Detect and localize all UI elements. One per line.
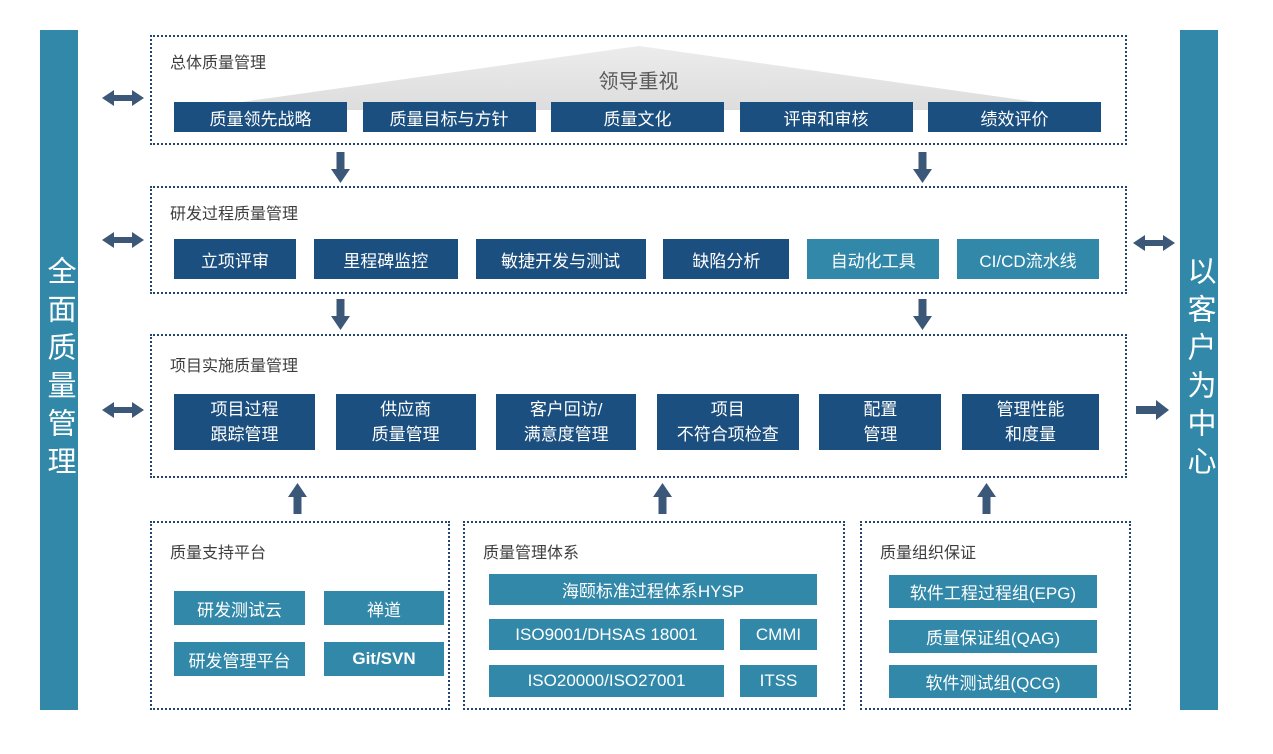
- item-cicd-pipeline: CI/CD流水线: [956, 239, 1099, 279]
- item-quality-culture: 质量文化: [551, 102, 724, 132]
- section-project-impl-quality: 项目实施质量管理 项目过程 跟踪管理 供应商 质量管理 客户回访/ 满意度管理 …: [150, 334, 1127, 478]
- bidirectional-arrow-icon: [102, 401, 144, 419]
- right-bar-label: 以客户为中心: [1183, 256, 1215, 484]
- item-iso9001-dhsas: ISO9001/DHSAS 18001: [489, 619, 724, 650]
- section-quality-system: 质量管理体系 海颐标准过程体系HYSP ISO9001/DHSAS 18001 …: [463, 521, 845, 710]
- section-title: 项目实施质量管理: [170, 358, 299, 375]
- item-customer-visit-satisfaction: 客户回访/ 满意度管理: [496, 394, 637, 450]
- item-itss: ITSS: [740, 665, 817, 697]
- item-milestone-monitoring: 里程碑监控: [313, 239, 458, 279]
- project-items-row: 项目过程 跟踪管理 供应商 质量管理 客户回访/ 满意度管理 项目 不符合项检查…: [174, 394, 1099, 450]
- item-hysp-standard-process: 海颐标准过程体系HYSP: [489, 574, 817, 605]
- item-line1: 项目: [710, 400, 745, 419]
- item-project-process-tracking: 项目过程 跟踪管理: [174, 394, 315, 450]
- item-cmmi: CMMI: [740, 619, 817, 650]
- item-line2: 质量管理: [371, 425, 440, 444]
- down-arrow-icon: [913, 299, 932, 330]
- item-rd-test-cloud: 研发测试云: [174, 591, 305, 625]
- item-line2: 满意度管理: [523, 425, 609, 444]
- section-quality-org: 质量组织保证 软件工程过程组(EPG) 质量保证组(QAG) 软件测试组(QCG…: [860, 521, 1131, 710]
- item-qcg-group: 软件测试组(QCG): [889, 665, 1097, 698]
- item-quality-leading-strategy: 质量领先战略: [174, 102, 347, 132]
- section-overall-quality: 总体质量管理 领导重视 质量领先战略 质量目标与方针 质量文化 评审和审核 绩效…: [150, 35, 1127, 145]
- section-title: 质量组织保证: [880, 545, 977, 562]
- up-arrow-icon: [977, 483, 996, 514]
- item-configuration-management: 配置 管理: [819, 394, 942, 450]
- down-arrow-icon: [913, 152, 932, 183]
- item-agile-dev-testing: 敏捷开发与测试: [475, 239, 646, 279]
- item-line1: 项目过程: [210, 400, 279, 419]
- section-title: 研发过程质量管理: [170, 206, 299, 223]
- bidirectional-arrow-icon: [1133, 234, 1175, 252]
- overall-items-row: 质量领先战略 质量目标与方针 质量文化 评审和审核 绩效评价: [174, 102, 1101, 132]
- rd-items-row: 立项评审 里程碑监控 敏捷开发与测试 缺陷分析 自动化工具 CI/CD流水线: [174, 239, 1099, 279]
- bidirectional-arrow-icon: [102, 231, 144, 249]
- section-rd-process-quality: 研发过程质量管理 立项评审 里程碑监控 敏捷开发与测试 缺陷分析 自动化工具 C…: [150, 186, 1127, 294]
- item-review-audit: 评审和审核: [739, 102, 913, 132]
- item-line1: 客户回访/: [529, 400, 603, 419]
- section-support-platform: 质量支持平台 研发测试云 禅道 研发管理平台 Git/SVN: [150, 521, 450, 710]
- item-line2: 不符合项检查: [676, 425, 779, 444]
- item-automation-tools: 自动化工具: [807, 239, 940, 279]
- left-bar-label: 全面质量管理: [43, 256, 75, 484]
- right-arrow-icon: [1136, 400, 1169, 420]
- item-supplier-quality: 供应商 质量管理: [335, 394, 476, 450]
- right-bar-customer-centric: 以客户为中心: [1180, 30, 1218, 710]
- item-zentao: 禅道: [324, 591, 444, 625]
- bidirectional-arrow-icon: [102, 89, 144, 107]
- item-performance-evaluation: 绩效评价: [928, 102, 1101, 132]
- item-quality-goals-policy: 质量目标与方针: [362, 102, 536, 132]
- left-bar-total-quality: 全面质量管理: [40, 30, 78, 710]
- item-rd-management-platform: 研发管理平台: [174, 642, 305, 676]
- up-arrow-icon: [288, 483, 307, 514]
- item-epg-group: 软件工程过程组(EPG): [889, 575, 1097, 608]
- section-title: 质量管理体系: [483, 545, 580, 562]
- down-arrow-icon: [331, 299, 350, 330]
- item-performance-measurement: 管理性能 和度量: [961, 394, 1099, 450]
- section-title: 总体质量管理: [170, 55, 267, 72]
- item-line1: 配置: [863, 400, 898, 419]
- section-title: 质量支持平台: [170, 545, 267, 562]
- down-arrow-icon: [331, 152, 350, 183]
- item-git-svn: Git/SVN: [324, 642, 444, 676]
- item-iso20000-iso27001: ISO20000/ISO27001: [489, 665, 724, 697]
- item-nonconformance-check: 项目 不符合项检查: [656, 394, 799, 450]
- item-line2: 管理: [863, 425, 898, 444]
- item-defect-analysis: 缺陷分析: [663, 239, 790, 279]
- item-project-approval-review: 立项评审: [174, 239, 296, 279]
- item-line1: 供应商: [380, 400, 432, 419]
- leadership-banner-label: 领导重视: [598, 71, 679, 93]
- up-arrow-icon: [653, 483, 672, 514]
- item-line2: 和度量: [1004, 425, 1056, 444]
- item-qag-group: 质量保证组(QAG): [889, 620, 1097, 653]
- item-line1: 管理性能: [996, 400, 1065, 419]
- item-line2: 跟踪管理: [210, 425, 279, 444]
